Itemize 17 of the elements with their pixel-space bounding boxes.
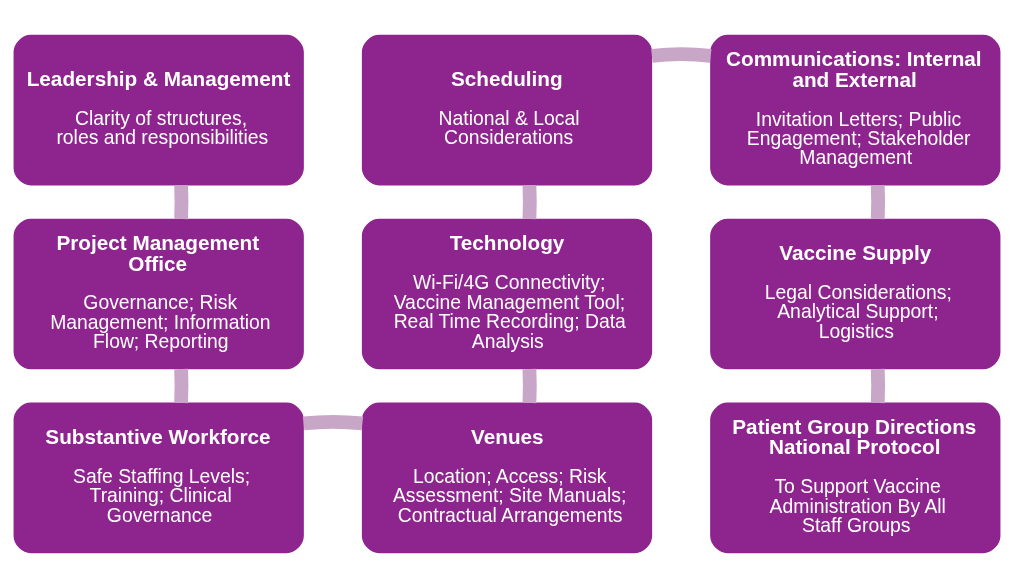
node-box: Vaccine Supply Legal Considerations; Analytical Support; Logistics	[710, 218, 1001, 369]
node-box: Project Management Office Governance; Risk Management; Information Flow; Reporting	[13, 218, 304, 369]
node-box: Scheduling National & Local Considerations	[361, 34, 653, 185]
connector	[522, 184, 537, 219]
connector	[174, 184, 189, 219]
connector	[302, 414, 364, 430]
node-box: Communications: Internal and External Invitation Letters; Public Engagement; Stakeholder Management	[710, 34, 1001, 185]
node-box: Patient Group Directions National Protocol To Support Vaccine Administration By All Staff Groups	[710, 402, 1001, 553]
connector	[651, 46, 712, 63]
connector	[522, 368, 537, 403]
node-box: Substantive Workforce Safe Staffing Levels; Training; Clinical Governance	[13, 402, 304, 553]
connector	[174, 368, 189, 403]
node-box: Leadership & Management Clarity of structures, roles and responsibilities	[13, 34, 304, 185]
connector	[870, 368, 886, 403]
node-box: Venues Location; Access; Risk Assessment; Site Manuals; Contractual Arrangements	[361, 402, 653, 553]
connector	[870, 184, 886, 219]
node-box: Technology Wi-Fi/4G Connectivity; Vaccine Management Tool; Real Time Recording; Data Analysis	[361, 218, 653, 369]
